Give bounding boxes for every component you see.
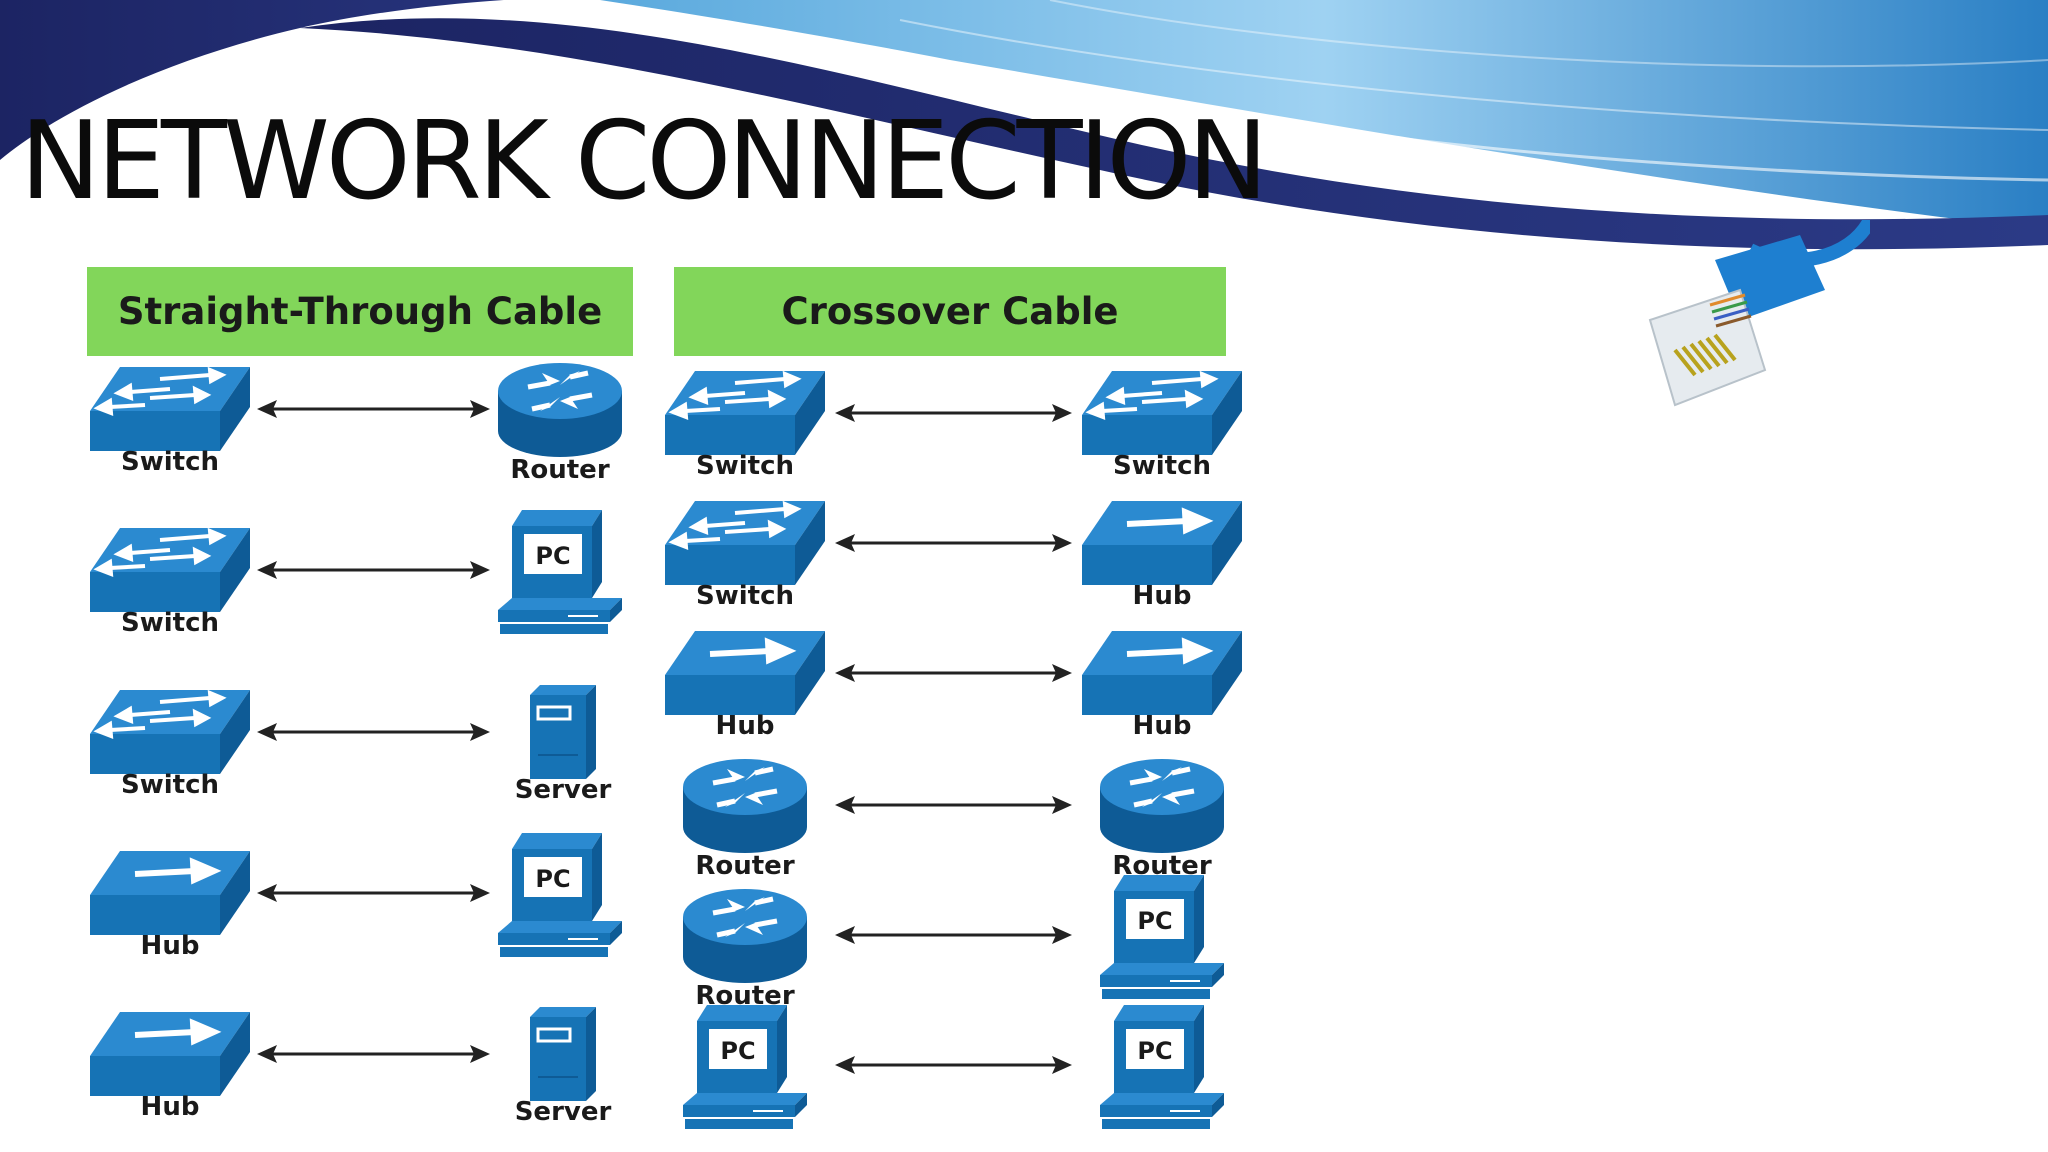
server-icon xyxy=(530,685,596,779)
hub-icon xyxy=(1082,631,1242,715)
page-title: NETWORK CONNECTION xyxy=(20,99,1268,224)
hub-icon xyxy=(90,851,250,935)
router-icon xyxy=(683,759,807,853)
svg-text:PC: PC xyxy=(535,542,570,570)
switch-icon xyxy=(90,689,250,774)
router-icon xyxy=(683,889,807,983)
device-label: Switch xyxy=(120,770,220,800)
switch-icon xyxy=(90,527,250,612)
device-label: Server xyxy=(514,775,612,805)
bidirectional-arrow xyxy=(257,397,490,421)
bidirectional-arrow xyxy=(835,661,1072,685)
pc-icon: PC xyxy=(498,833,622,957)
svg-text:PC: PC xyxy=(1137,1037,1172,1065)
bidirectional-arrow xyxy=(835,1053,1072,1077)
device-label: Hub xyxy=(715,711,775,741)
switch-icon xyxy=(1082,370,1242,455)
device-label: Switch xyxy=(120,608,220,638)
device-label: Router xyxy=(510,455,610,485)
pc-icon: PC xyxy=(1100,875,1224,999)
bidirectional-arrow xyxy=(835,793,1072,817)
bidirectional-arrow xyxy=(257,1042,490,1066)
bidirectional-arrow xyxy=(257,881,490,905)
device-label: Router xyxy=(695,851,795,881)
hub-icon xyxy=(90,1012,250,1096)
svg-text:PC: PC xyxy=(720,1037,755,1065)
device-label: Hub xyxy=(140,1092,200,1122)
device-label: Server xyxy=(514,1097,612,1127)
router-icon xyxy=(1100,759,1224,853)
pc-icon: PC xyxy=(1100,1005,1224,1129)
svg-text:PC: PC xyxy=(535,865,570,893)
device-label: Hub xyxy=(1132,581,1192,611)
server-icon xyxy=(530,1007,596,1101)
device-label: Switch xyxy=(1112,451,1212,481)
crossover-header: Crossover Cable xyxy=(674,267,1226,356)
bidirectional-arrow xyxy=(257,558,490,582)
device-label: Switch xyxy=(695,451,795,481)
device-label: Hub xyxy=(140,931,200,961)
device-label: Switch xyxy=(120,447,220,477)
switch-icon xyxy=(665,500,825,585)
bidirectional-arrow xyxy=(257,720,490,744)
hub-icon xyxy=(665,631,825,715)
pc-icon: PC xyxy=(498,510,622,634)
bidirectional-arrow xyxy=(835,531,1072,555)
switch-icon xyxy=(90,366,250,451)
device-label: Switch xyxy=(695,581,795,611)
rj45-connector-icon xyxy=(1648,220,1870,407)
device-label: Hub xyxy=(1132,711,1192,741)
switch-icon xyxy=(665,370,825,455)
bidirectional-arrow xyxy=(835,401,1072,425)
svg-text:PC: PC xyxy=(1137,907,1172,935)
straight-through-header: Straight-Through Cable xyxy=(87,267,633,356)
router-icon xyxy=(498,363,622,457)
hub-icon xyxy=(1082,501,1242,585)
pc-icon: PC xyxy=(683,1005,807,1129)
bidirectional-arrow xyxy=(835,923,1072,947)
